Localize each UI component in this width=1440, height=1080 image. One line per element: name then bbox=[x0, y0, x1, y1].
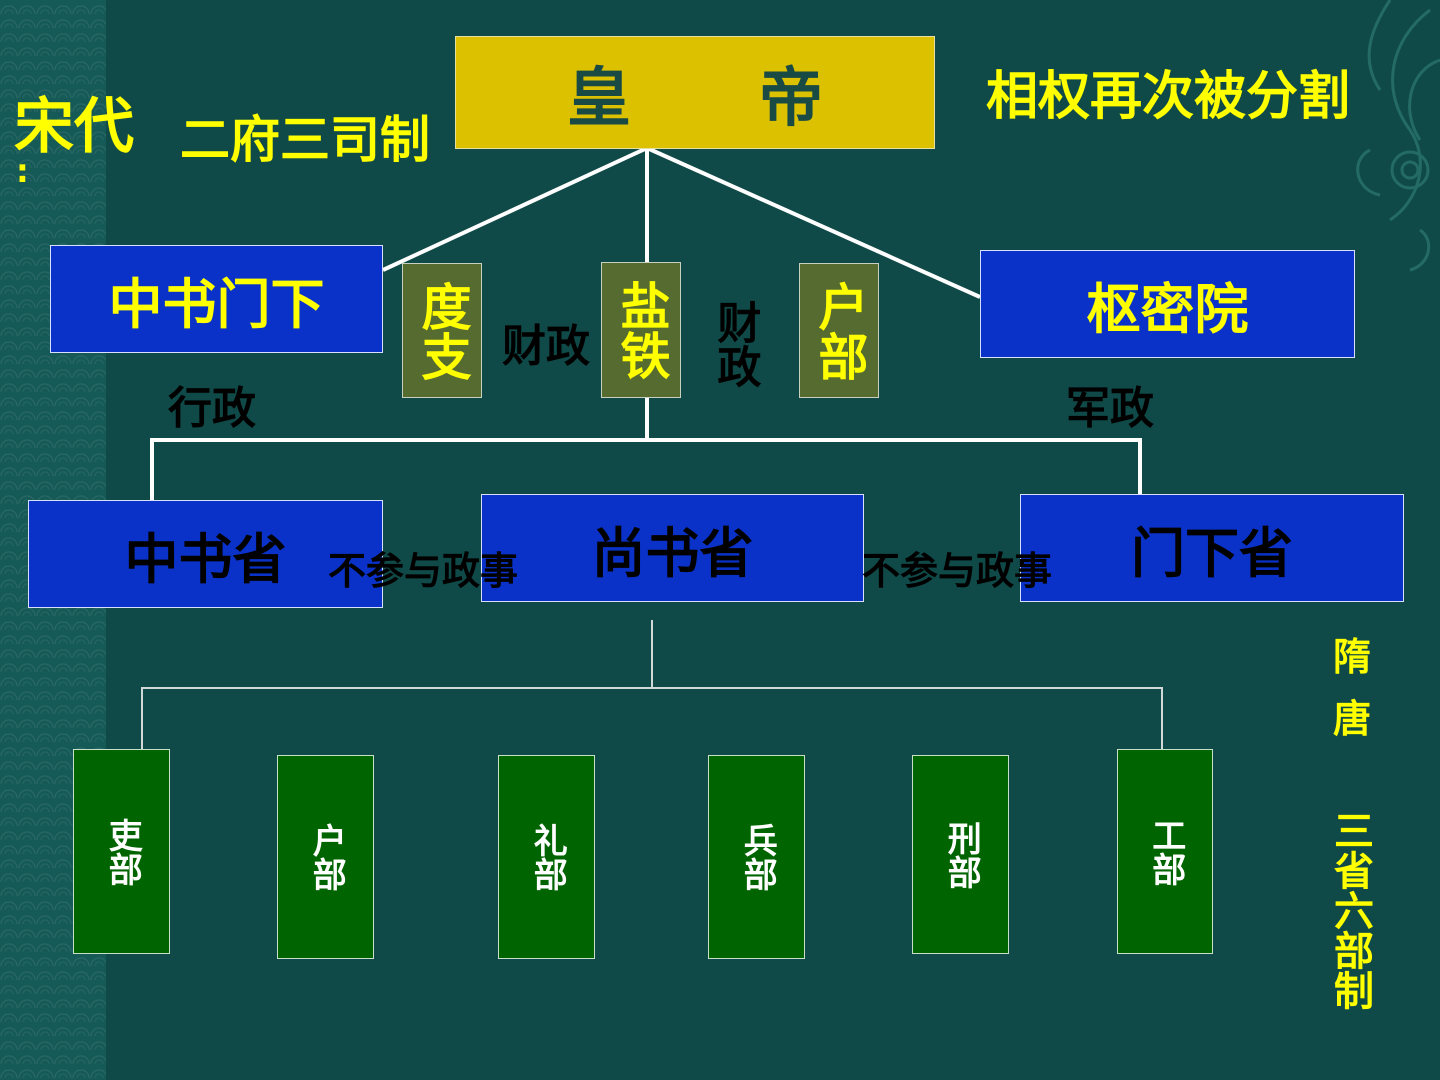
ministry-label: 礼部 bbox=[527, 823, 568, 891]
shumiyuan-box: 枢密院 bbox=[980, 250, 1355, 358]
ministry-label: 工部 bbox=[1145, 817, 1186, 886]
ministry-box-hubu: 户部 bbox=[277, 755, 374, 959]
duzhi-label: 度支 bbox=[413, 280, 472, 381]
tang-label: 唐 bbox=[1333, 697, 1372, 741]
finance-label-right: 财政 bbox=[709, 300, 761, 388]
ministry-box-xingbu: 刑部 bbox=[912, 755, 1009, 954]
three-provinces-six-ministries-label: 三省六部制 bbox=[1327, 810, 1373, 1010]
ministry-label: 兵部 bbox=[737, 823, 778, 891]
ministry-box-libu-personnel: 吏部 bbox=[73, 749, 170, 954]
ministry-box-gongbu: 工部 bbox=[1117, 749, 1213, 954]
zhongshu-province-box: 中书省 bbox=[28, 500, 383, 608]
ministry-label: 户部 bbox=[306, 823, 347, 891]
colon-mark: : bbox=[16, 152, 29, 190]
yantie-label: 盐铁 bbox=[612, 280, 671, 380]
shangshu-province-label: 尚书省 bbox=[591, 521, 754, 585]
zhongshumenxia-label: 中书门下 bbox=[108, 272, 325, 336]
menxia-province-label: 门下省 bbox=[1131, 521, 1293, 585]
hubu-song-label: 户部 bbox=[810, 280, 869, 381]
hubu-song-box: 户部 bbox=[799, 263, 879, 398]
menxia-province-box: 门下省 bbox=[1020, 494, 1404, 602]
zhongshumenxia-box: 中书门下 bbox=[50, 245, 383, 353]
administration-label: 行政 bbox=[168, 383, 256, 434]
dynasty-title: 宋代 bbox=[14, 92, 134, 162]
emperor-label: 皇 帝 bbox=[567, 61, 823, 136]
ministry-box-libu-rites: 礼部 bbox=[498, 755, 595, 959]
zhongshu-province-label: 中书省 bbox=[124, 527, 287, 591]
emperor-box: 皇 帝 bbox=[455, 36, 935, 149]
shumiyuan-label: 枢密院 bbox=[1086, 277, 1249, 341]
finance-label-left: 财政 bbox=[502, 321, 590, 372]
ministry-box-bingbu: 兵部 bbox=[708, 755, 805, 959]
ministry-label: 吏部 bbox=[102, 817, 143, 886]
yantie-box: 盐铁 bbox=[601, 262, 681, 398]
floral-ornament-icon bbox=[1356, 0, 1440, 272]
military-label: 军政 bbox=[1066, 383, 1154, 434]
shangshu-province-box: 尚书省 bbox=[481, 494, 864, 602]
not-involved-label-left: 不参与政事 bbox=[328, 549, 519, 593]
ministry-label: 刑部 bbox=[941, 820, 982, 889]
sui-label: 隋 bbox=[1333, 635, 1372, 679]
power-divided-note: 相权再次被分割 bbox=[986, 67, 1351, 127]
system-title: 二府三司制 bbox=[180, 111, 430, 169]
not-involved-label-right: 不参与政事 bbox=[862, 549, 1053, 593]
duzhi-box: 度支 bbox=[402, 263, 482, 398]
